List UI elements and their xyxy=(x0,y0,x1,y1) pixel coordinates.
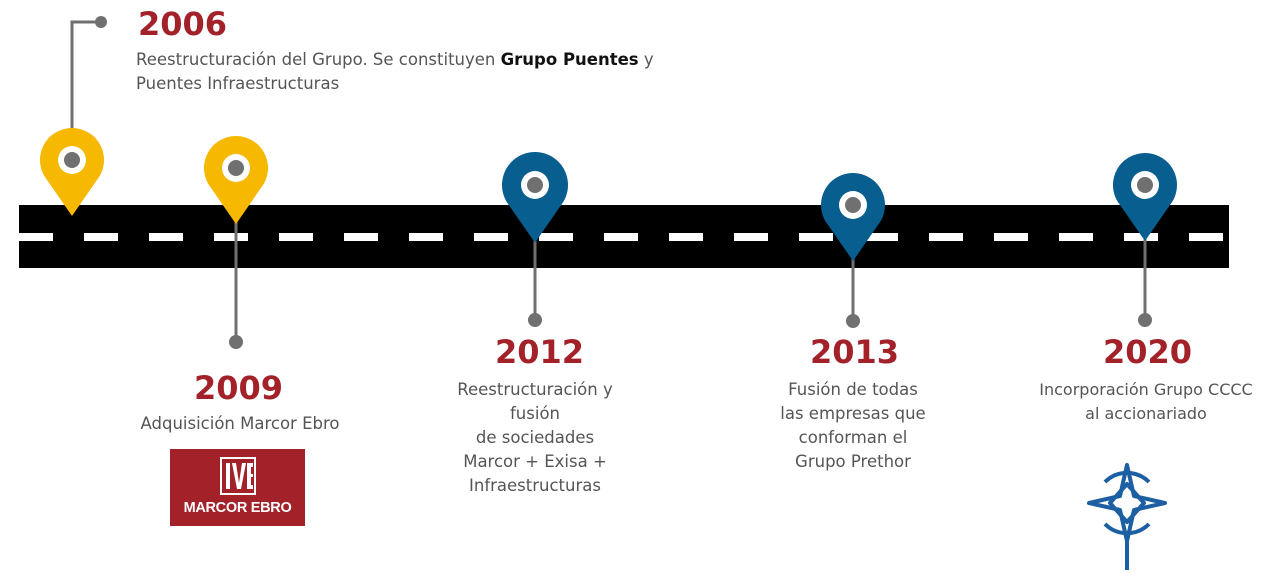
milestone-2013-description: Fusión de todas las empresas que conform… xyxy=(733,378,973,474)
lane-dash xyxy=(409,233,443,241)
milestone-2006-highlight: Grupo Puentes xyxy=(500,50,639,69)
marcor-ebro-logo: MARCOR EBRO xyxy=(170,449,305,526)
connector-2009-dot xyxy=(229,335,243,349)
map-pin-icon xyxy=(1113,152,1177,241)
milestone-2012-line: Reestructuración y xyxy=(457,380,613,399)
lane-dash xyxy=(1059,233,1093,241)
lane-dash xyxy=(474,233,508,241)
connector-2013-dot xyxy=(846,314,860,328)
lane-dash xyxy=(799,233,833,241)
milestone-2020-line: al accionariado xyxy=(1085,404,1207,423)
milestone-2012-line: fusión xyxy=(510,404,560,423)
lane-dash xyxy=(279,233,313,241)
lane-dash xyxy=(344,233,378,241)
map-pin-icon xyxy=(40,128,104,216)
milestone-2020-year: 2020 xyxy=(1103,333,1193,371)
milestone-2006-text-start: Reestructuración del Grupo. Se constituy… xyxy=(136,50,501,69)
lane-dash xyxy=(929,233,963,241)
lane-dash xyxy=(84,233,118,241)
milestone-2013-year: 2013 xyxy=(810,333,900,371)
milestone-2009-year: 2009 xyxy=(194,369,284,407)
milestone-2006-year: 2006 xyxy=(138,5,228,43)
milestone-2006-text-end: y Puentes Infraestructuras xyxy=(136,50,654,93)
lane-dash xyxy=(734,233,768,241)
connector-2006-dot xyxy=(95,16,107,28)
marcor-ebro-wordmark: MARCOR EBRO xyxy=(183,500,292,516)
pin-2009-dot xyxy=(228,160,244,176)
cccc-logo-icon xyxy=(1087,463,1167,570)
milestone-2013-line: Fusión de todas xyxy=(788,380,918,399)
pin-2013-dot xyxy=(845,197,861,213)
milestone-2009-description: Adquisición Marcor Ebro xyxy=(140,414,340,433)
lane-dash xyxy=(1189,233,1223,241)
lane-dash xyxy=(149,233,183,241)
lane-dash xyxy=(864,233,898,241)
milestone-2012-line: Infraestructuras xyxy=(469,476,601,495)
pin-2012-dot xyxy=(527,177,543,193)
lane-dash xyxy=(669,233,703,241)
lane-dash xyxy=(1124,233,1158,241)
map-pin-icon xyxy=(204,135,268,224)
milestone-2012-line: de sociedades xyxy=(475,428,595,447)
milestone-2013-line: Grupo Prethor xyxy=(795,452,911,471)
lane-dash xyxy=(214,233,248,241)
pins xyxy=(40,128,1177,261)
milestone-2020-description: Incorporación Grupo CCCC al accionariado xyxy=(1005,378,1287,426)
lane-dash xyxy=(19,233,53,241)
connector-2012-dot xyxy=(528,313,542,327)
milestone-2012-line: Marcor + Exisa + xyxy=(463,452,607,471)
lane-markings xyxy=(19,233,1223,241)
milestone-2013-line: las empresas que xyxy=(780,404,926,423)
milestone-2013-line: conforman el xyxy=(798,428,908,447)
milestone-2020-line: Incorporación Grupo CCCC xyxy=(1039,380,1253,399)
marcor-ebro-mark-icon xyxy=(220,457,256,495)
connector-2020-dot xyxy=(1138,313,1152,327)
milestone-2012-year: 2012 xyxy=(495,333,585,371)
milestone-2006-description: Reestructuración del Grupo. Se constituy… xyxy=(136,48,676,96)
milestone-2012-description: Reestructuración y fusión de sociedades … xyxy=(415,378,655,498)
map-pin-icon xyxy=(501,151,568,243)
lane-dash xyxy=(994,233,1028,241)
lane-dash xyxy=(539,233,573,241)
pin-2020-dot xyxy=(1137,177,1153,193)
connector-2006 xyxy=(70,20,100,160)
lane-dash xyxy=(604,233,638,241)
map-pin-icon xyxy=(820,173,885,261)
pin-2006-dot xyxy=(64,152,80,168)
